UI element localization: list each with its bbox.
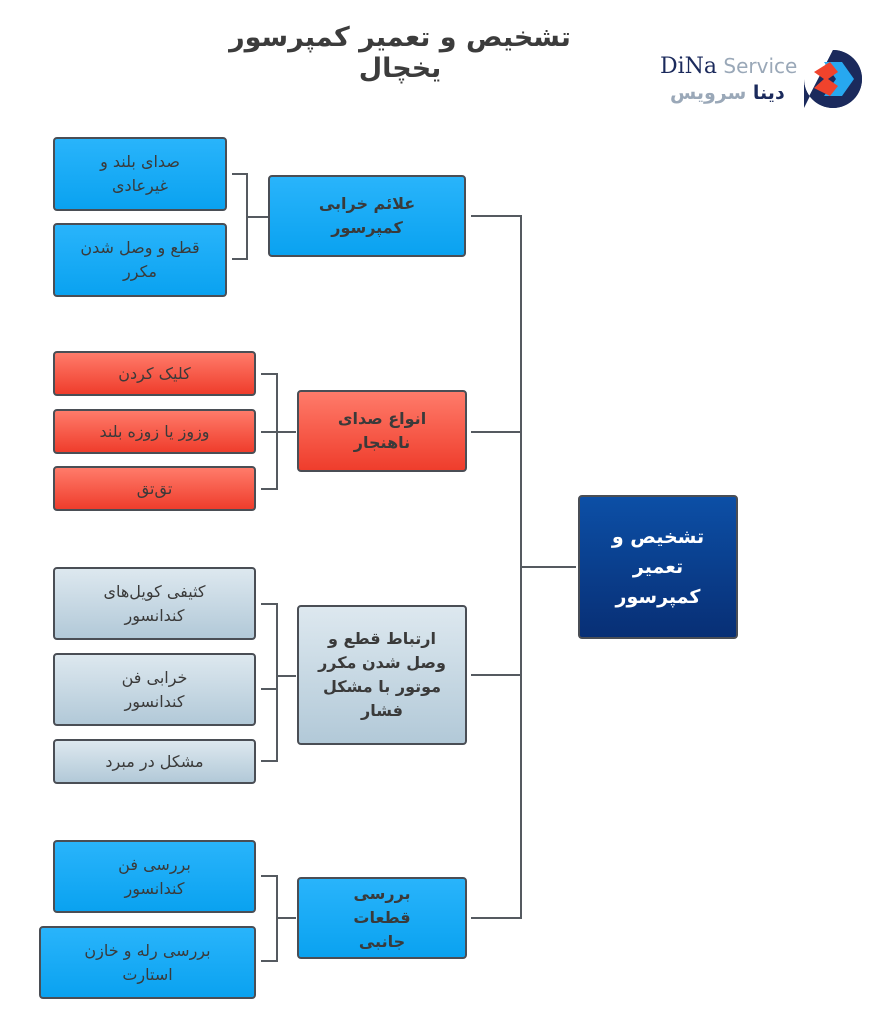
leaf-node-dirty-coils[interactable]: کثیفی کویل‌های کندانسور <box>53 567 256 640</box>
bracket-1-top <box>232 173 248 175</box>
dina-service-logo: DiNa Service دینا سرویس <box>660 48 865 112</box>
leaf-node-check-relay-capacitor[interactable]: بررسی رله و خازن استارت <box>39 926 256 999</box>
logo-text-service: Service <box>717 54 798 78</box>
logo-text-fa-service: سرویس <box>670 82 753 104</box>
bracket-2-mid <box>261 431 278 433</box>
connector-root <box>520 566 576 568</box>
bracket-4-bottom <box>261 960 278 962</box>
bracket-4-stem <box>276 917 296 919</box>
bracket-3-top <box>261 603 278 605</box>
leaf-node-clicking[interactable]: کلیک کردن <box>53 351 256 396</box>
leaf-node-loud-noise[interactable]: صدای بلند و غیرعادی <box>53 137 227 211</box>
root-node[interactable]: تشخیص و تعمیر کمپرسور <box>578 495 738 639</box>
bracket-3-vertical <box>276 603 278 762</box>
connector-branch-4 <box>471 917 522 919</box>
bracket-3-stem <box>276 675 296 677</box>
connector-branch-2 <box>471 431 522 433</box>
logo-text-fa-dina: دینا <box>752 82 785 104</box>
logo-text-en: DiNa Service <box>660 54 797 79</box>
leaf-node-knocking[interactable]: تق‌تق <box>53 466 256 511</box>
logo-text-dina: DiNa <box>660 54 718 79</box>
leaf-node-frequent-cycling[interactable]: قطع و وصل شدن مکرر <box>53 223 227 297</box>
logo-text-fa: دینا سرویس <box>670 82 785 104</box>
bracket-3-mid <box>261 688 278 690</box>
bracket-2-bottom <box>261 488 278 490</box>
branch-node-compressor-symptoms[interactable]: علائم خرابی کمپرسور <box>268 175 466 257</box>
bracket-1-stem <box>246 216 268 218</box>
bracket-2-top <box>261 373 278 375</box>
bracket-2-stem <box>276 431 296 433</box>
bracket-1-bottom <box>232 258 248 260</box>
branch-node-abnormal-noise-types[interactable]: انواع صدای ناهنجار <box>297 390 467 472</box>
bracket-4-top <box>261 875 278 877</box>
connector-branch-1 <box>471 215 522 217</box>
logo-mark-icon <box>804 50 862 108</box>
page-title: تشخیص و تعمیر کمپرسور یخچال <box>229 22 571 84</box>
bracket-3-bottom <box>261 760 278 762</box>
connector-branch-3 <box>471 674 522 676</box>
leaf-node-check-fan[interactable]: بررسی فن کندانسور <box>53 840 256 913</box>
branch-node-pressure-issue[interactable]: ارتباط قطع و وصل شدن مکرر موتور با مشکل … <box>297 605 467 745</box>
leaf-node-fan-failure[interactable]: خرابی فن کندانسور <box>53 653 256 726</box>
branch-node-auxiliary-parts[interactable]: بررسی قطعات جانبی <box>297 877 467 959</box>
leaf-node-humming[interactable]: وزوز یا زوزه بلند <box>53 409 256 454</box>
leaf-node-refrigerant-issue[interactable]: مشکل در مبرد <box>53 739 256 784</box>
